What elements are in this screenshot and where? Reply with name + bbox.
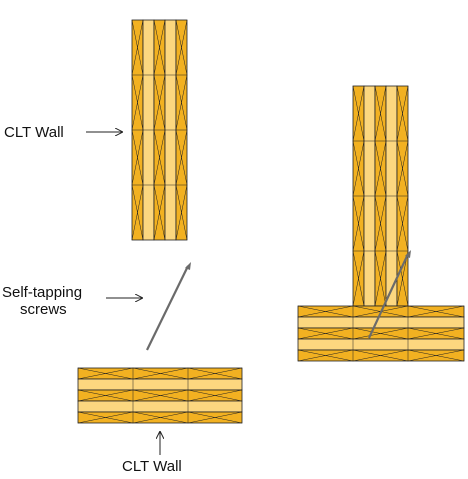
clt-wall-horizontal-left: [77, 367, 243, 424]
self-tapping-label-line1: Self-tapping: [2, 284, 83, 301]
self-tapping-screws-label: Self-tapping screws: [2, 284, 82, 319]
clt-wall-label-bottom: CLT Wall: [122, 458, 182, 475]
clt-wall-vertical-left: [131, 19, 188, 241]
self-tapping-screw-installed: [368, 250, 411, 339]
self-tapping-label-line2: screws: [20, 301, 67, 319]
self-tapping-screw-left: [146, 262, 191, 351]
clt-wall-label-top: CLT Wall: [4, 124, 64, 141]
